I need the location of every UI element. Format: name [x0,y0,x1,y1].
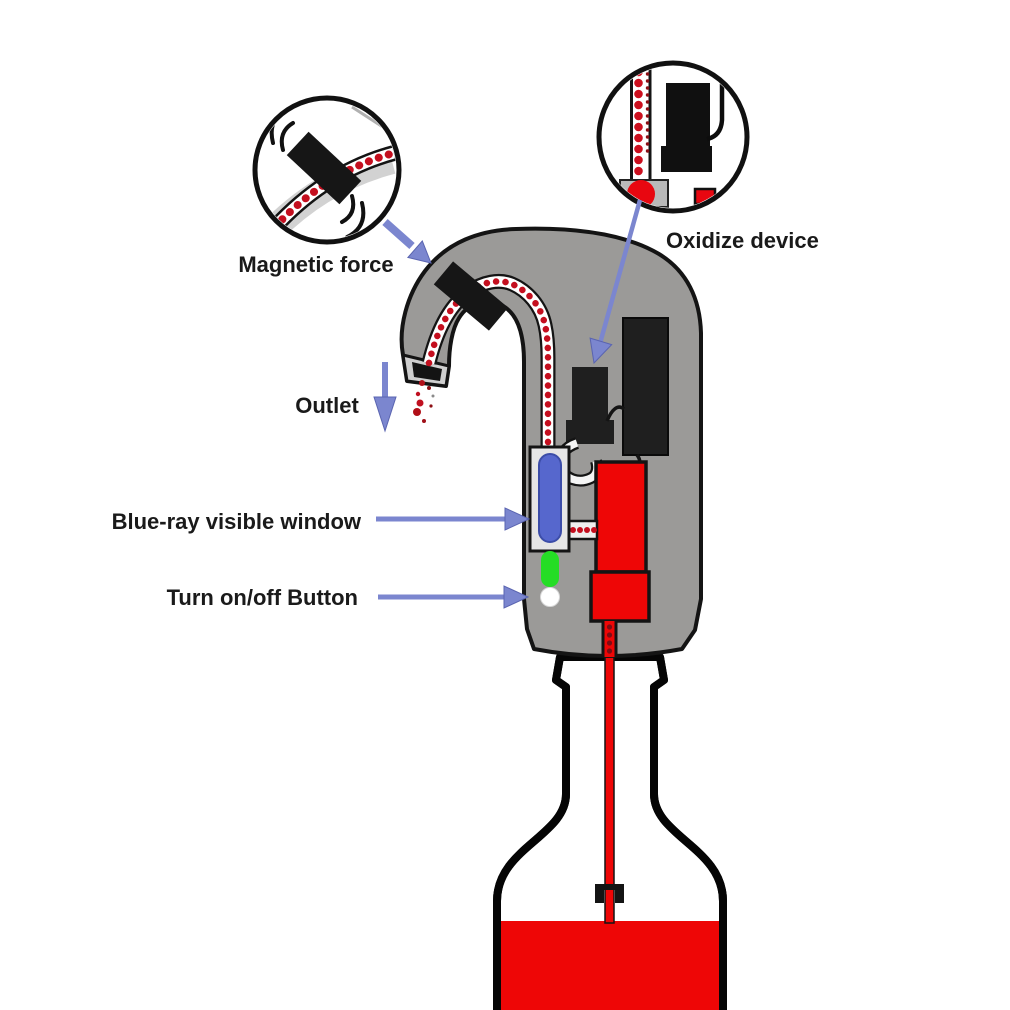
wine-fill [501,921,719,1010]
blue-ray-window-label: Blue-ray visible window [112,509,362,534]
wine-bottle [493,653,727,1010]
oxidize-pointer-arrow-icon [589,199,643,365]
outlet-label: Outlet [295,393,359,418]
bubble-dots-small [645,72,650,153]
outlet-arrow-icon [373,362,397,433]
oxidize-device-callout [596,60,750,214]
blue-ray-window [528,445,571,553]
tube-tip-filter [595,884,624,903]
power-button [540,587,560,607]
battery [622,317,669,456]
pump-lower [589,570,651,623]
suction-tube [604,654,615,924]
pump-upper [594,460,648,574]
aerator-device [399,226,703,658]
magnetic-force-label: Magnetic force [238,252,393,277]
wire [605,405,626,422]
wire-zoom [706,78,725,142]
power-button-arrow-icon [378,585,530,609]
magnetic-force-callout [252,95,402,245]
oxidize-device-label: Oxidize device [666,228,819,253]
magnet-band [433,261,509,331]
blue-ray-arrow-icon [376,507,531,531]
wine-droplets [413,380,435,423]
magnetic-callout-arrow-icon [382,219,432,264]
oxidize-component-zoom [661,83,712,172]
spout-tube [421,273,556,456]
oxidize-component [566,367,614,444]
base-tube [601,621,618,657]
power-button-label: Turn on/off Button [167,585,358,610]
power-led [541,551,559,587]
magnet-band-zoom [286,131,362,205]
